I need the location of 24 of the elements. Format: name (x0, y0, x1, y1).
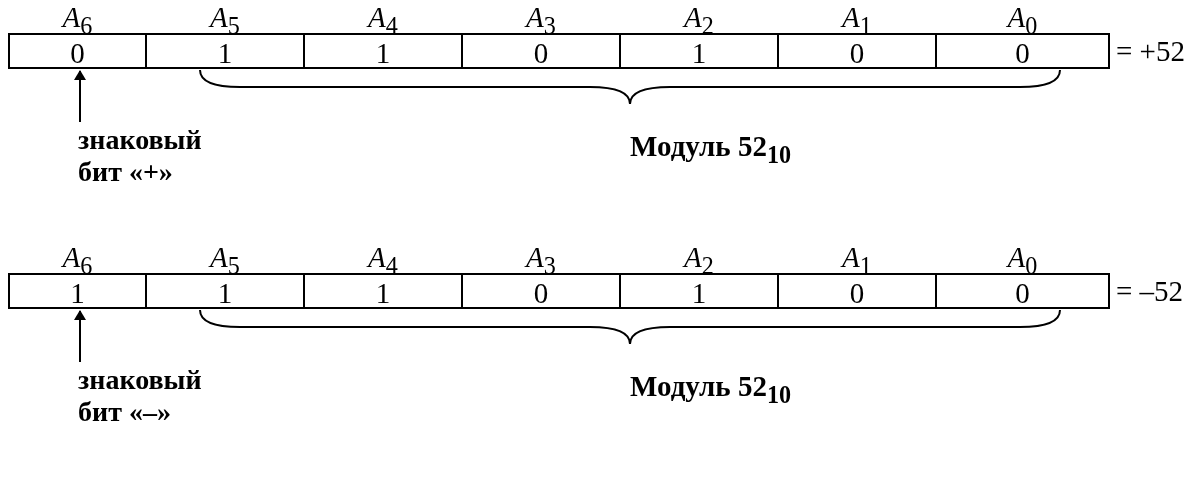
register-cell: 0 (8, 33, 147, 69)
bit-label: A$_{4}$ (365, 2, 399, 32)
register-cell: 1 (145, 33, 305, 69)
register-cell: 1 (8, 273, 147, 309)
register-cell: 1 (619, 33, 779, 69)
register-cell: 0 (777, 273, 937, 309)
register-cell: 1 (303, 33, 463, 69)
module-label: Модуль 52$_{10}$ (630, 129, 792, 170)
register-cell: 0 (935, 273, 1110, 309)
module-label: Модуль 52$_{10}$ (630, 369, 792, 410)
register-cell: 0 (461, 33, 621, 69)
register-cell: 1 (303, 273, 463, 309)
sign-bit-note: знаковый бит «+» (78, 124, 218, 188)
register-cell: 1 (619, 273, 779, 309)
register-cell: 0 (777, 33, 937, 69)
arrow (74, 310, 86, 363)
arrow (74, 70, 86, 123)
sign-bit-note: знаковый бит «–» (78, 364, 218, 428)
register-cell: 0 (461, 273, 621, 309)
bit-label: A$_{4}$ (365, 242, 399, 272)
register-cell: 0 (935, 33, 1110, 69)
register-cell: 1 (145, 273, 305, 309)
value-label: = –52 (1116, 274, 1184, 309)
value-label: = +52 (1116, 34, 1185, 69)
